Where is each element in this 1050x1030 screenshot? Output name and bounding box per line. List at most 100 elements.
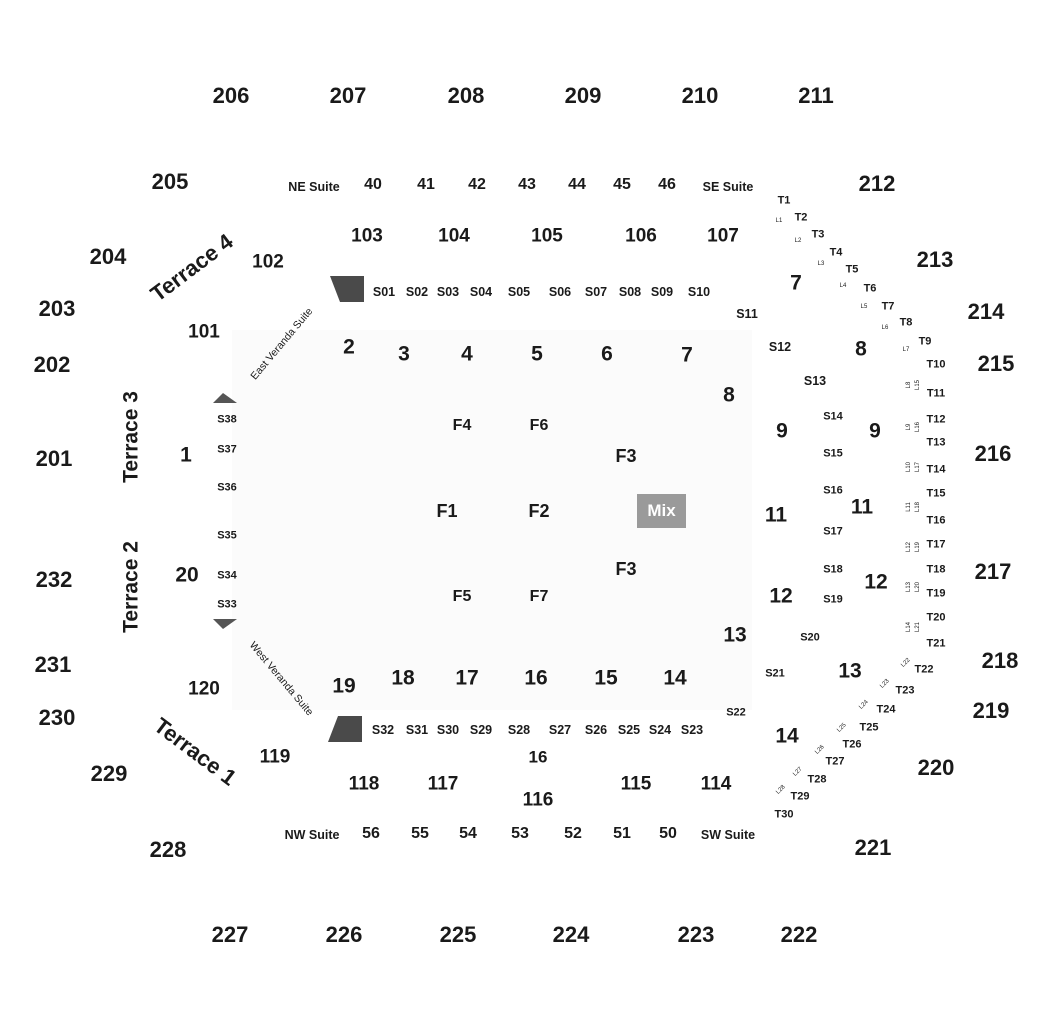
table-t2[interactable]: T2 <box>794 211 808 224</box>
floor-f3-lower[interactable]: F3 <box>615 559 637 579</box>
suite-nw[interactable]: NW Suite <box>284 827 340 842</box>
loge-l10[interactable]: L10 <box>906 461 912 473</box>
table-t1[interactable]: T1 <box>777 194 791 207</box>
section-115[interactable]: 115 <box>620 773 652 795</box>
suite-sw[interactable]: SW Suite <box>700 827 756 842</box>
floor-section-17[interactable]: 17 <box>455 666 479 690</box>
loge-l7[interactable]: L7 <box>902 347 910 353</box>
loge-l27[interactable]: L27 <box>792 766 804 778</box>
section-107[interactable]: 107 <box>707 225 739 247</box>
loge-l21[interactable]: L21 <box>915 621 921 633</box>
box-s22[interactable]: S22 <box>726 706 746 719</box>
section-220[interactable]: 220 <box>917 755 955 780</box>
loge-l17[interactable]: L17 <box>915 461 921 473</box>
section-210[interactable]: 210 <box>681 83 719 108</box>
floor-section-11[interactable]: 11 <box>764 503 788 527</box>
section-104[interactable]: 104 <box>438 225 470 247</box>
suite-42[interactable]: 42 <box>468 176 486 193</box>
floor-section-13[interactable]: 13 <box>723 623 747 647</box>
box-s02[interactable]: S02 <box>405 284 429 299</box>
section-231[interactable]: 231 <box>34 652 72 677</box>
loge-l19[interactable]: L19 <box>915 541 921 553</box>
loge-l24[interactable]: L24 <box>858 699 870 711</box>
suite-54[interactable]: 54 <box>459 825 477 842</box>
table-t27[interactable]: T27 <box>825 755 845 768</box>
suite-40[interactable]: 40 <box>364 176 382 193</box>
floor-section-12[interactable]: 12 <box>769 584 793 608</box>
floor-f2[interactable]: F2 <box>528 501 550 521</box>
table-t23[interactable]: T23 <box>895 684 915 697</box>
table-t22[interactable]: T22 <box>914 663 934 676</box>
box-s29[interactable]: S29 <box>469 722 493 737</box>
table-t4[interactable]: T4 <box>829 246 843 259</box>
box-s16[interactable]: S16 <box>823 484 843 497</box>
table-t3[interactable]: T3 <box>811 228 825 241</box>
section-223[interactable]: 223 <box>677 922 715 947</box>
floor-section-16[interactable]: 16 <box>524 666 548 690</box>
section-101[interactable]: 101 <box>188 321 220 343</box>
loge-l16[interactable]: L16 <box>915 421 921 433</box>
floor-f4[interactable]: F4 <box>452 417 472 434</box>
section-207[interactable]: 207 <box>329 83 367 108</box>
section-228[interactable]: 228 <box>149 837 187 862</box>
suite-41[interactable]: 41 <box>417 176 435 193</box>
section-232[interactable]: 232 <box>35 567 73 592</box>
suite-43[interactable]: 43 <box>518 176 536 193</box>
box-s28[interactable]: S28 <box>507 722 531 737</box>
floor-f6[interactable]: F6 <box>529 417 549 434</box>
section-217[interactable]: 217 <box>974 559 1012 584</box>
loge-l14[interactable]: L14 <box>906 621 912 633</box>
loge-l25[interactable]: L25 <box>836 722 848 734</box>
box-s36[interactable]: S36 <box>217 481 237 494</box>
table-t21[interactable]: T21 <box>926 637 946 650</box>
table-t17[interactable]: T17 <box>926 538 946 551</box>
loge-l3[interactable]: L3 <box>817 261 825 267</box>
section-204[interactable]: 204 <box>89 244 127 269</box>
loge-l15[interactable]: L15 <box>915 379 921 391</box>
loge-l13[interactable]: L13 <box>906 581 912 593</box>
section-119[interactable]: 119 <box>259 746 291 768</box>
box-s34[interactable]: S34 <box>217 569 237 582</box>
floor-section-20[interactable]: 20 <box>175 563 199 587</box>
floor-section-1[interactable]: 1 <box>180 443 192 467</box>
section-208[interactable]: 208 <box>447 83 485 108</box>
suite-55[interactable]: 55 <box>411 825 429 842</box>
table-t6[interactable]: T6 <box>863 282 877 295</box>
box-s09[interactable]: S09 <box>650 284 674 299</box>
section-118[interactable]: 118 <box>348 773 380 795</box>
section-211[interactable]: 211 <box>798 83 834 108</box>
loge-l6[interactable]: L6 <box>881 325 889 331</box>
table-t19[interactable]: T19 <box>926 587 946 600</box>
box-s31[interactable]: S31 <box>405 722 429 737</box>
box-s01[interactable]: S01 <box>372 284 396 299</box>
table-t26[interactable]: T26 <box>842 738 862 751</box>
suite-50[interactable]: 50 <box>659 825 677 842</box>
table-t18[interactable]: T18 <box>926 563 946 576</box>
table-t10[interactable]: T10 <box>926 358 946 371</box>
table-t13[interactable]: T13 <box>926 436 946 449</box>
suite-52[interactable]: 52 <box>564 825 582 842</box>
box-s17[interactable]: S17 <box>823 525 843 538</box>
box-s37[interactable]: S37 <box>217 443 237 456</box>
floor-section-14[interactable]: 14 <box>663 666 687 690</box>
box-s30[interactable]: S30 <box>436 722 460 737</box>
box-area-12[interactable]: 12 <box>864 570 888 594</box>
box-area-8[interactable]: 8 <box>855 337 867 361</box>
loge-l23[interactable]: L23 <box>879 678 891 690</box>
floor-section-5[interactable]: 5 <box>531 342 543 366</box>
suite-53[interactable]: 53 <box>511 825 529 842</box>
section-215[interactable]: 215 <box>977 351 1015 376</box>
floor-section-4[interactable]: 4 <box>461 342 473 366</box>
box-s06[interactable]: S06 <box>548 284 572 299</box>
loge-l1[interactable]: L1 <box>775 218 783 224</box>
box-s25[interactable]: S25 <box>617 722 641 737</box>
terrace-4[interactable]: Terrace 4 <box>145 228 238 307</box>
section-105[interactable]: 105 <box>531 225 563 247</box>
section-213[interactable]: 213 <box>916 247 954 272</box>
box-s35[interactable]: S35 <box>217 529 237 542</box>
box-s26[interactable]: S26 <box>584 722 608 737</box>
loge-l11[interactable]: L11 <box>906 502 912 512</box>
suite-46[interactable]: 46 <box>658 176 676 193</box>
table-t11[interactable]: T11 <box>926 387 946 400</box>
table-t7[interactable]: T7 <box>881 300 895 313</box>
